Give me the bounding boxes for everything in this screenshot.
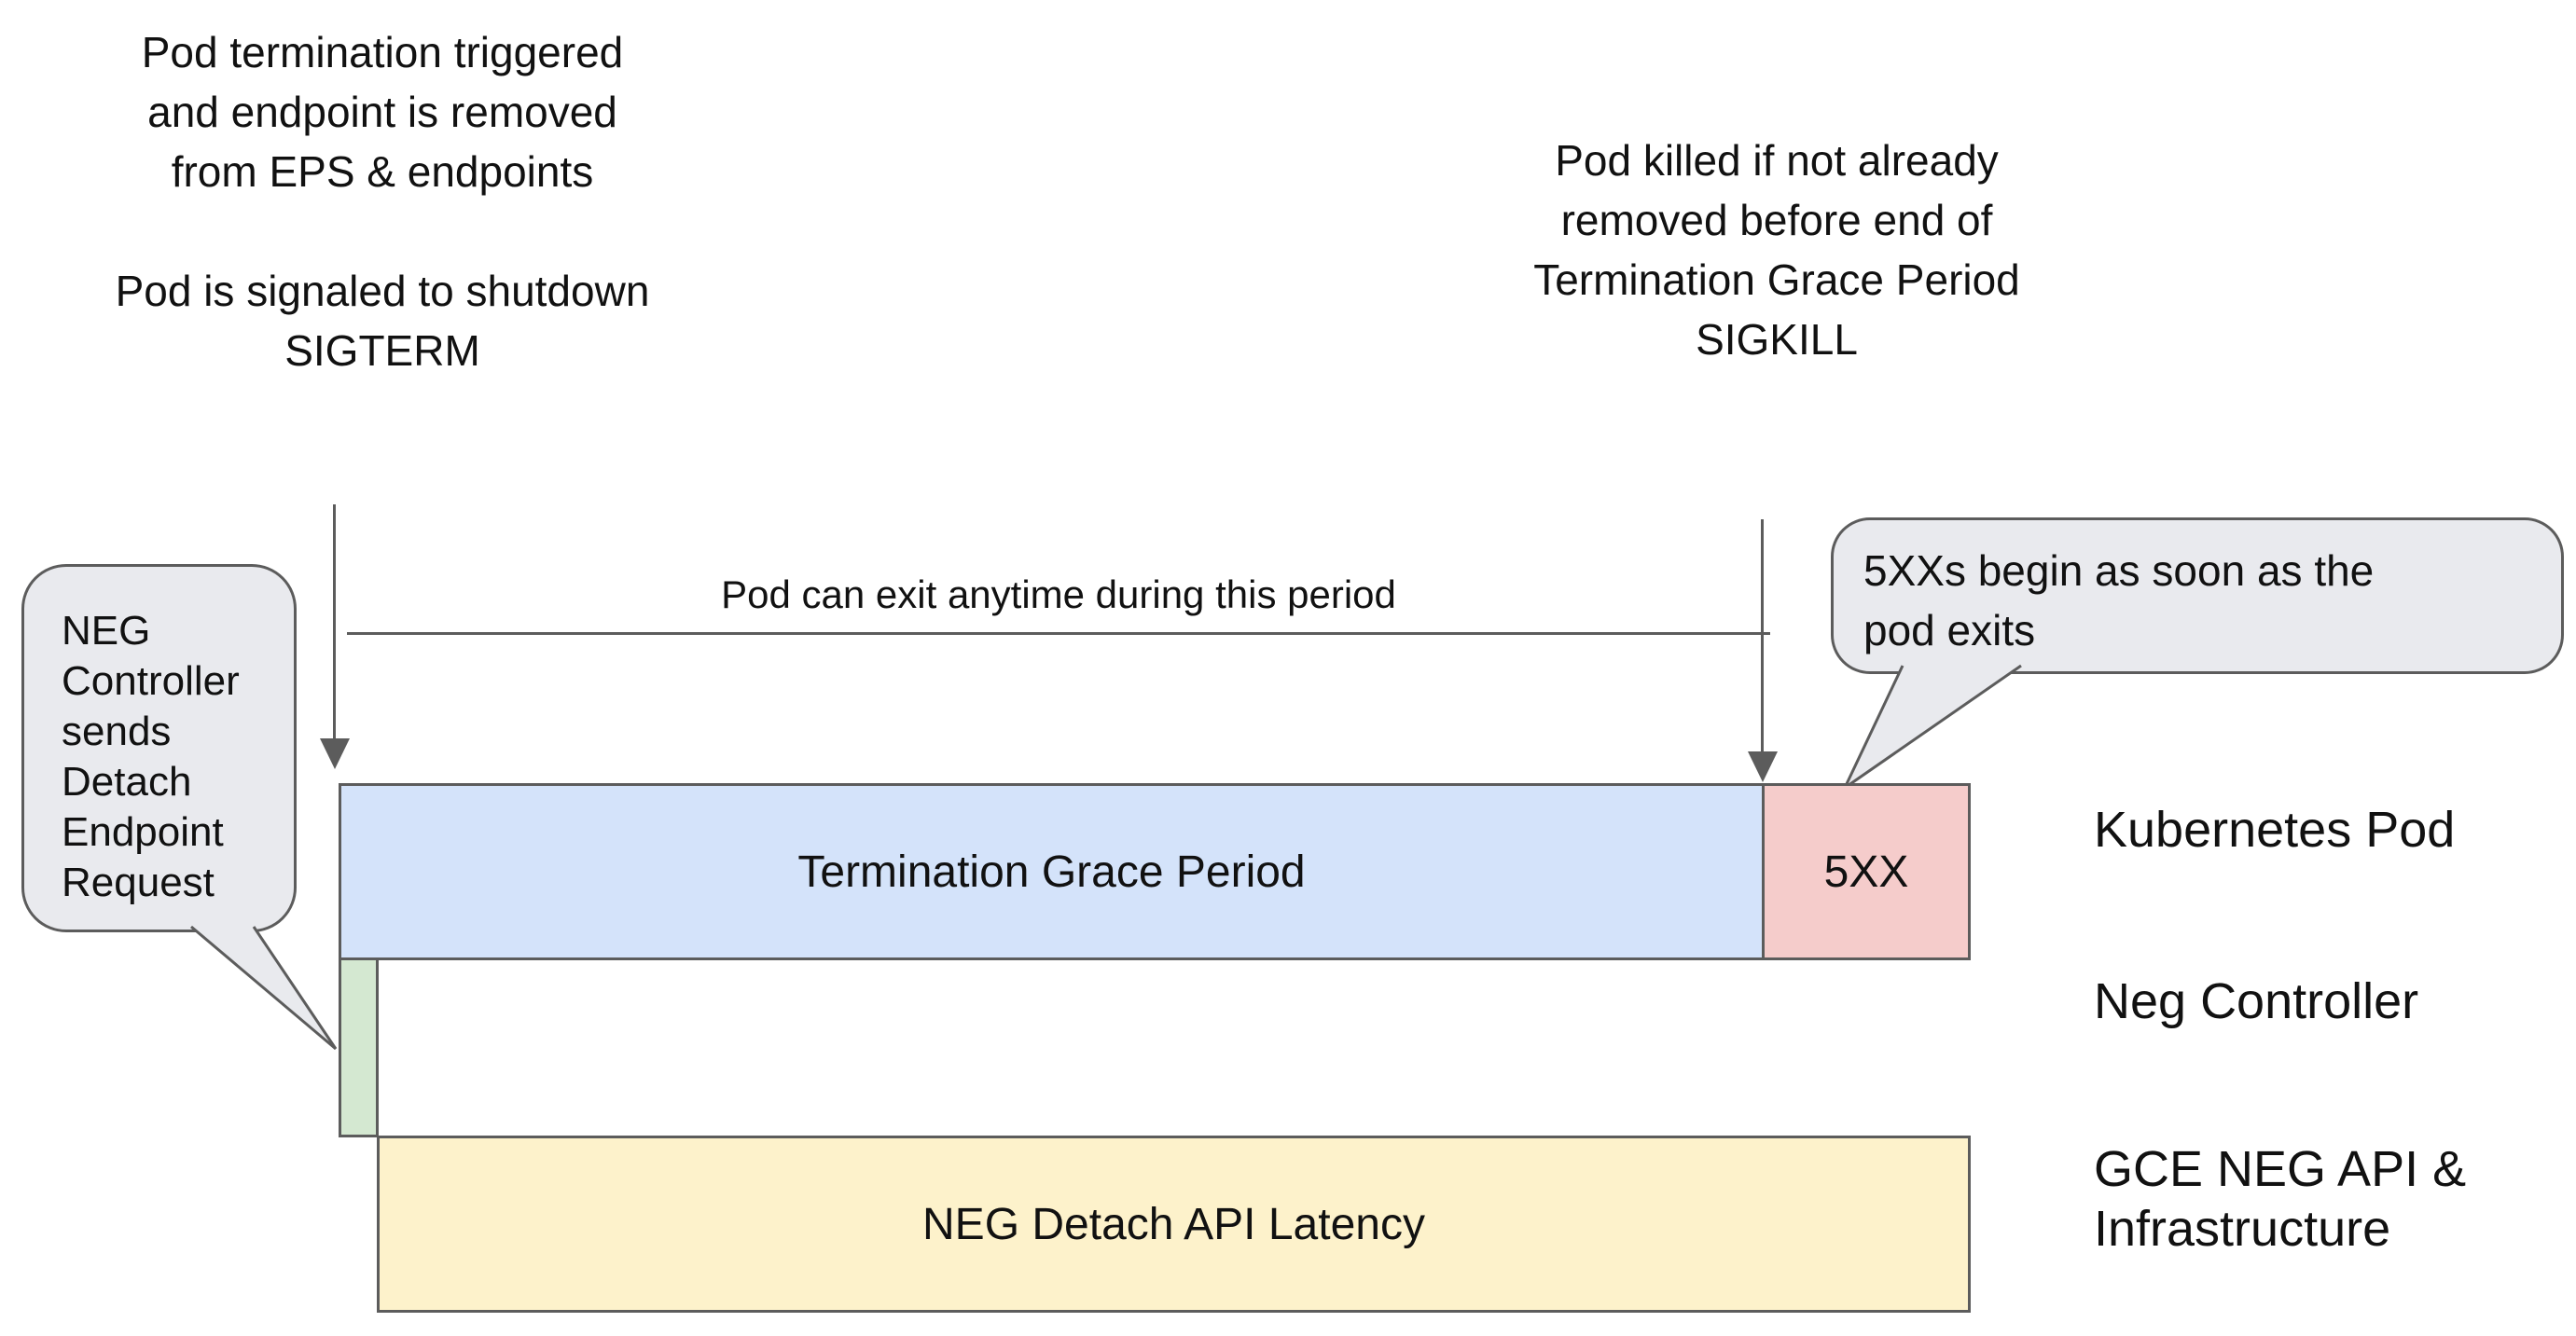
- grace-period-span-line: [347, 632, 1770, 635]
- callout-5xx-begin: 5XXs begin as soon as the pod exits: [1831, 517, 2564, 674]
- bar-detach-endpoint-request: [339, 957, 379, 1137]
- lane-label-neg-controller: Neg Controller: [2094, 973, 2419, 1029]
- sigkill-arrowhead-icon: [1748, 751, 1778, 782]
- sigterm-arrow-line: [333, 504, 336, 742]
- lane-label-gce-neg-api: GCE NEG API & Infrastructure: [2094, 1141, 2467, 1257]
- lane-label-kubernetes-pod: Kubernetes Pod: [2094, 802, 2456, 858]
- callout-5xx-tail: [1843, 664, 2022, 790]
- annotation-pod-termination: Pod termination triggered and endpoint i…: [115, 28, 650, 375]
- bar-5xx-label: 5XX: [1823, 847, 1909, 897]
- bar-termination-grace-period: Termination Grace Period: [339, 783, 1765, 960]
- bar-5xx: 5XX: [1762, 783, 1971, 960]
- callout-neg-controller-detach: NEG Controller sends Detach Endpoint Req…: [21, 564, 297, 932]
- sigkill-arrow-line: [1761, 519, 1764, 755]
- bar-termination-grace-period-label: Termination Grace Period: [797, 847, 1306, 897]
- callout-neg-controller-tail: [190, 925, 338, 1051]
- bar-neg-detach-api-latency: NEG Detach API Latency: [377, 1136, 1971, 1313]
- sigterm-arrowhead-icon: [320, 738, 350, 769]
- annotation-pod-killed: Pod killed if not already removed before…: [1533, 136, 2020, 364]
- bar-neg-detach-api-latency-label: NEG Detach API Latency: [922, 1199, 1425, 1249]
- grace-period-span-label: Pod can exit anytime during this period: [721, 572, 1396, 616]
